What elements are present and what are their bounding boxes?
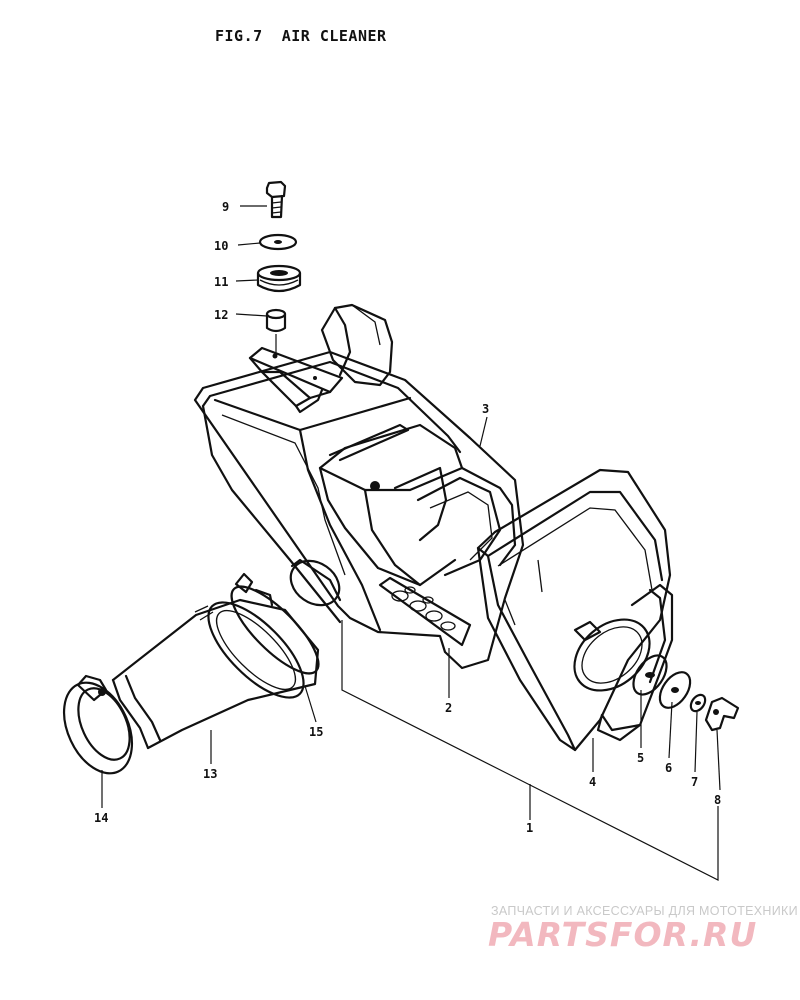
label-8: 8 (714, 793, 721, 807)
label-9: 9 (222, 200, 229, 214)
label-14: 14 (94, 811, 108, 825)
wing-nut-part-8 (704, 696, 740, 732)
label-1: 1 (526, 821, 533, 835)
label-6: 6 (665, 761, 672, 775)
washer-part-6 (658, 671, 692, 709)
label-2: 2 (445, 701, 452, 715)
label-15: 15 (309, 725, 323, 739)
label-12: 12 (214, 308, 228, 322)
seal-part-5 (632, 654, 668, 696)
grommet-part-11 (256, 264, 302, 293)
washer-part-7 (689, 693, 707, 713)
part-number-labels: 9 10 11 12 3 2 4 5 6 7 8 13 15 14 1 (94, 200, 721, 835)
watermark-subtitle: ЗАПЧАСТИ И АКСЕССУАРЫ ДЛЯ МОТОТЕХНИКИ (491, 904, 798, 918)
bolt-part-9 (265, 180, 287, 219)
label-5: 5 (637, 751, 644, 765)
leader-lines (101, 205, 721, 881)
cover-part-4 (476, 468, 674, 752)
clamp-part-14 (62, 674, 134, 775)
label-7: 7 (691, 775, 698, 789)
label-13: 13 (203, 767, 217, 781)
label-3: 3 (482, 402, 489, 416)
label-4: 4 (589, 775, 596, 789)
washer-part-10 (258, 233, 298, 251)
label-10: 10 (214, 239, 228, 253)
element-part-3 (318, 423, 517, 587)
label-11: 11 (214, 275, 228, 289)
svg-text:PARTSFOR.RU: PARTSFOR.RU (488, 915, 757, 954)
intake-boot-part-13 (111, 598, 320, 750)
air-cleaner-case-part-1 (193, 303, 525, 670)
collar-part-12 (265, 308, 287, 333)
watermark-logo: PARTSFOR.RU (488, 915, 757, 954)
figure-title: FIG.7 AIR CLEANER (215, 27, 387, 45)
